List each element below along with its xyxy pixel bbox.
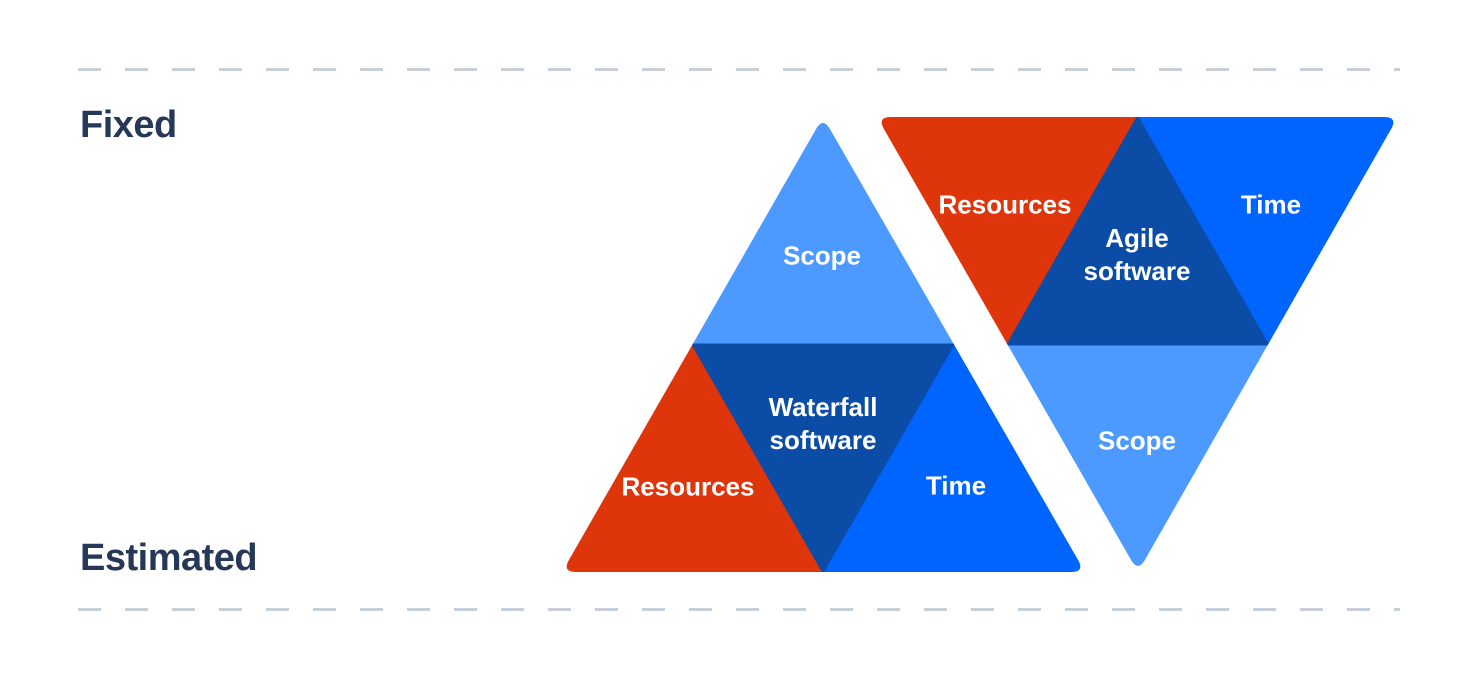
- waterfall-scope-label: Scope: [782, 240, 862, 271]
- waterfall-center-region: [690, 343, 956, 573]
- agile-triangle: [881, 117, 1394, 566]
- waterfall-name-label: Waterfall software: [768, 392, 878, 455]
- estimated-label: Estimated: [80, 537, 258, 579]
- estimated-dashed-line: [78, 608, 1400, 611]
- agile-resources-label: Resources: [938, 189, 1072, 220]
- fixed-dashed-line: [78, 68, 1400, 71]
- waterfall-time-label: Time: [925, 470, 987, 501]
- agile-time-label: Time: [1240, 189, 1302, 220]
- agile-center-region: [1005, 117, 1270, 346]
- fixed-label: Fixed: [80, 104, 177, 146]
- agile-name-label: Agile software: [1083, 223, 1191, 286]
- waterfall-resources-label: Resources: [621, 471, 755, 502]
- agile-scope-label: Scope: [1097, 425, 1177, 456]
